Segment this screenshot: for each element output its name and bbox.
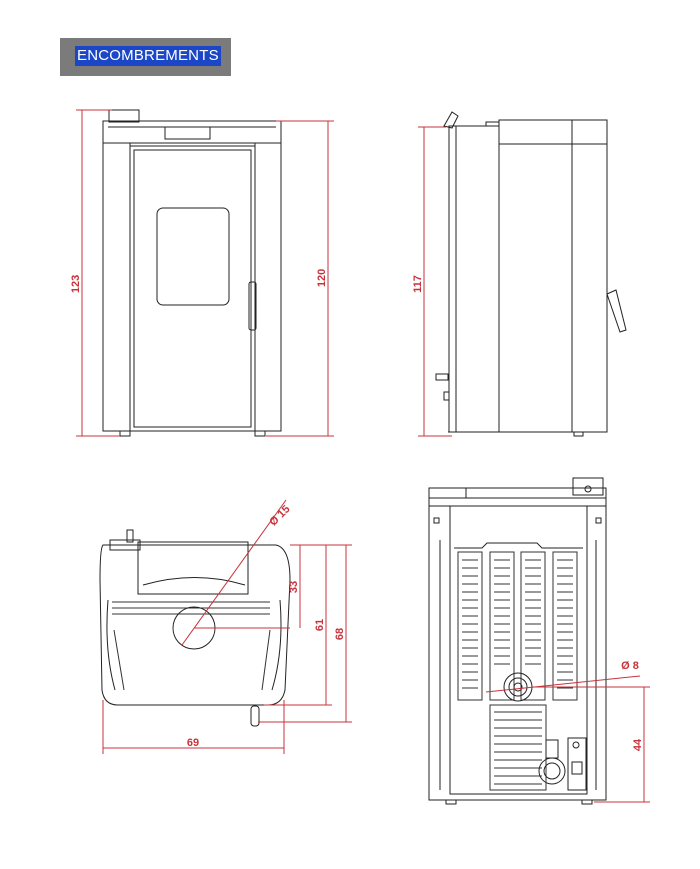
dim-top-depth-a: 33 (288, 581, 300, 593)
section-banner: ENCOMBREMENTS (60, 38, 231, 76)
front-view (102, 109, 282, 437)
side-view (435, 111, 627, 437)
rear-dimensions (485, 675, 650, 803)
dim-rear-diameter: Ø 8 (621, 660, 639, 672)
rear-view (428, 477, 607, 805)
top-dimensions (102, 499, 352, 754)
dim-rear-height: 44 (632, 738, 644, 751)
dim-top-depth-c: 68 (334, 628, 346, 640)
dim-top-depth-b: 61 (314, 619, 326, 631)
dim-top-diameter: Ø 15 (267, 503, 292, 528)
section-title: ENCOMBREMENTS (75, 46, 221, 66)
dim-front-height-total: 123 (70, 275, 82, 293)
side-dimensions (418, 126, 452, 437)
front-dimensions (76, 109, 334, 437)
dim-side-height: 117 (412, 275, 424, 293)
dim-top-width: 69 (187, 737, 199, 749)
dim-front-height-body: 120 (316, 269, 328, 287)
top-vents (112, 601, 271, 691)
rear-vents (457, 551, 578, 791)
